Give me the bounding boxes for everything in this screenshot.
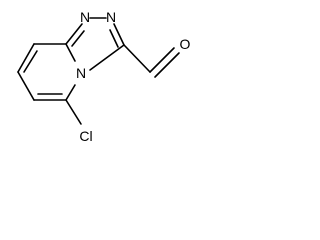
bond-cho-o-inner — [154, 52, 180, 78]
bond-n2-c3-inner — [109, 29, 119, 48]
bond-cho-o — [149, 47, 175, 73]
bond-c8a-n1 — [65, 23, 83, 45]
atom-label-cl: Cl — [79, 128, 92, 144]
bond-c3-cho — [123, 44, 151, 73]
atom-label-n4: N — [76, 65, 86, 81]
bond-c5-n4 — [65, 84, 76, 101]
chemical-structure: N N N O Cl — [17, 9, 191, 144]
bond-c5-cl — [65, 99, 82, 125]
atom-label-o: O — [180, 36, 191, 52]
bond-c8a-n1-inner — [71, 30, 85, 47]
atom-label-n2: N — [106, 9, 116, 25]
bond-c3-n4 — [89, 44, 125, 71]
bond-n2-c3 — [113, 23, 125, 46]
bond-c8-c7-inner — [23, 50, 38, 73]
bond-c7-c6 — [17, 71, 35, 101]
atom-label-n1: N — [80, 9, 90, 25]
bond-n4-c8a — [65, 43, 76, 62]
bond-c8-c7 — [17, 43, 35, 73]
